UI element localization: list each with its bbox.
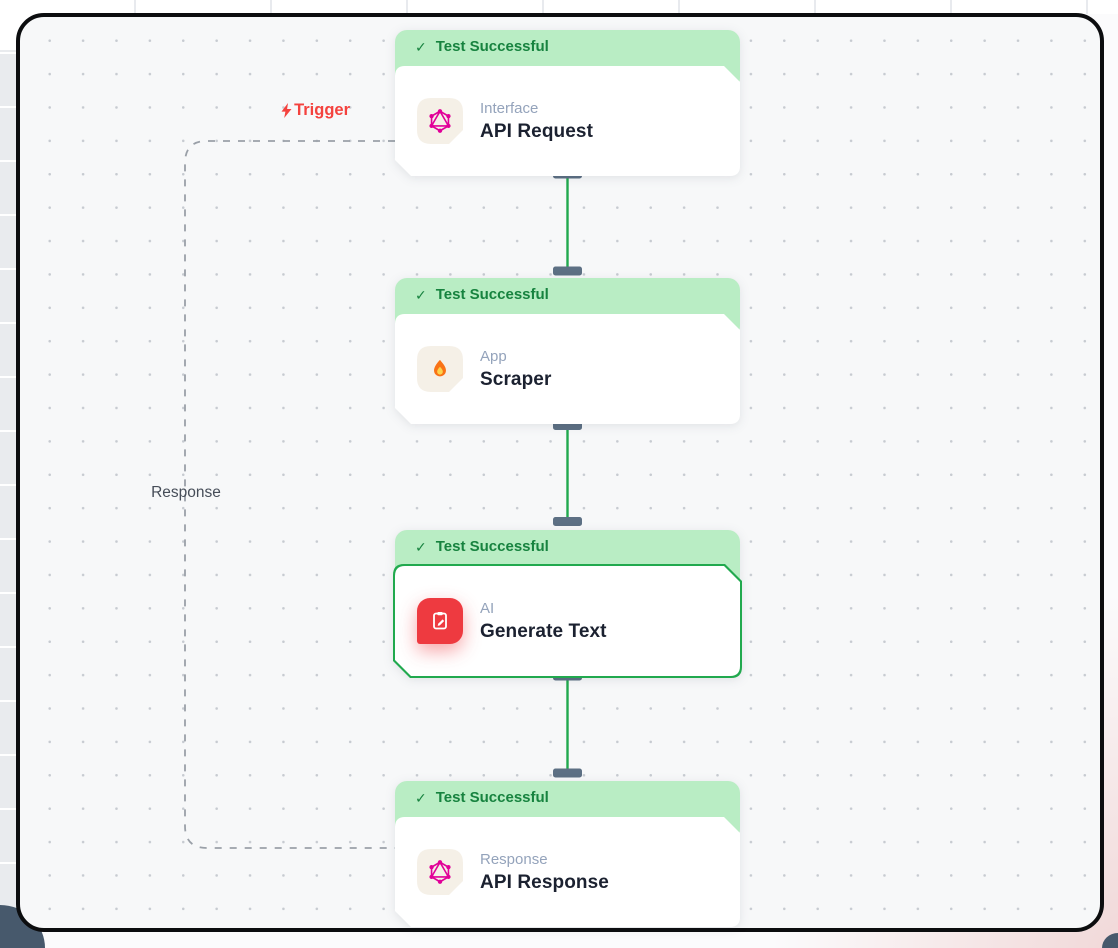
- node-category-label: App: [480, 347, 507, 365]
- node-scraper[interactable]: ✓ Test Successful App Scraper: [395, 278, 740, 424]
- fire-icon: [417, 346, 463, 392]
- clipboard-pen-icon: [417, 598, 463, 644]
- node-title: API Request: [480, 120, 594, 142]
- node-api-response[interactable]: ✓ Test Successful Response: [395, 781, 740, 927]
- node-title: API Response: [480, 871, 609, 893]
- backdrop-top-strip: [0, 0, 1118, 14]
- check-icon: ✓: [415, 539, 427, 555]
- graphql-icon: [417, 849, 463, 895]
- node-category-label: Response: [480, 850, 548, 868]
- check-icon: ✓: [415, 790, 427, 806]
- lightning-bolt-icon: [281, 103, 292, 118]
- backdrop-left-strip: [0, 0, 16, 948]
- graphql-icon: [417, 98, 463, 144]
- node-status-label: Test Successful: [435, 789, 549, 806]
- trigger-label-text: Trigger: [294, 101, 350, 119]
- node-status-label: Test Successful: [435, 538, 549, 555]
- check-icon: ✓: [415, 39, 427, 55]
- node-generate-text[interactable]: ✓ Test Successful AI Generate Text: [395, 530, 740, 676]
- node-status-label: Test Successful: [435, 38, 549, 55]
- response-edge-label: Response: [151, 484, 221, 501]
- check-icon: ✓: [415, 287, 427, 303]
- node-category-label: Interface: [480, 99, 539, 117]
- node-status-label: Test Successful: [435, 286, 549, 303]
- node-category-label: AI: [480, 599, 495, 617]
- node-api-request[interactable]: ✓ Test Successful Interface: [395, 30, 740, 176]
- trigger-label: Trigger: [266, 101, 350, 120]
- node-title: Generate Text: [480, 620, 607, 642]
- node-title: Scraper: [480, 368, 552, 390]
- backdrop-corner-bottom-right: [1102, 933, 1118, 948]
